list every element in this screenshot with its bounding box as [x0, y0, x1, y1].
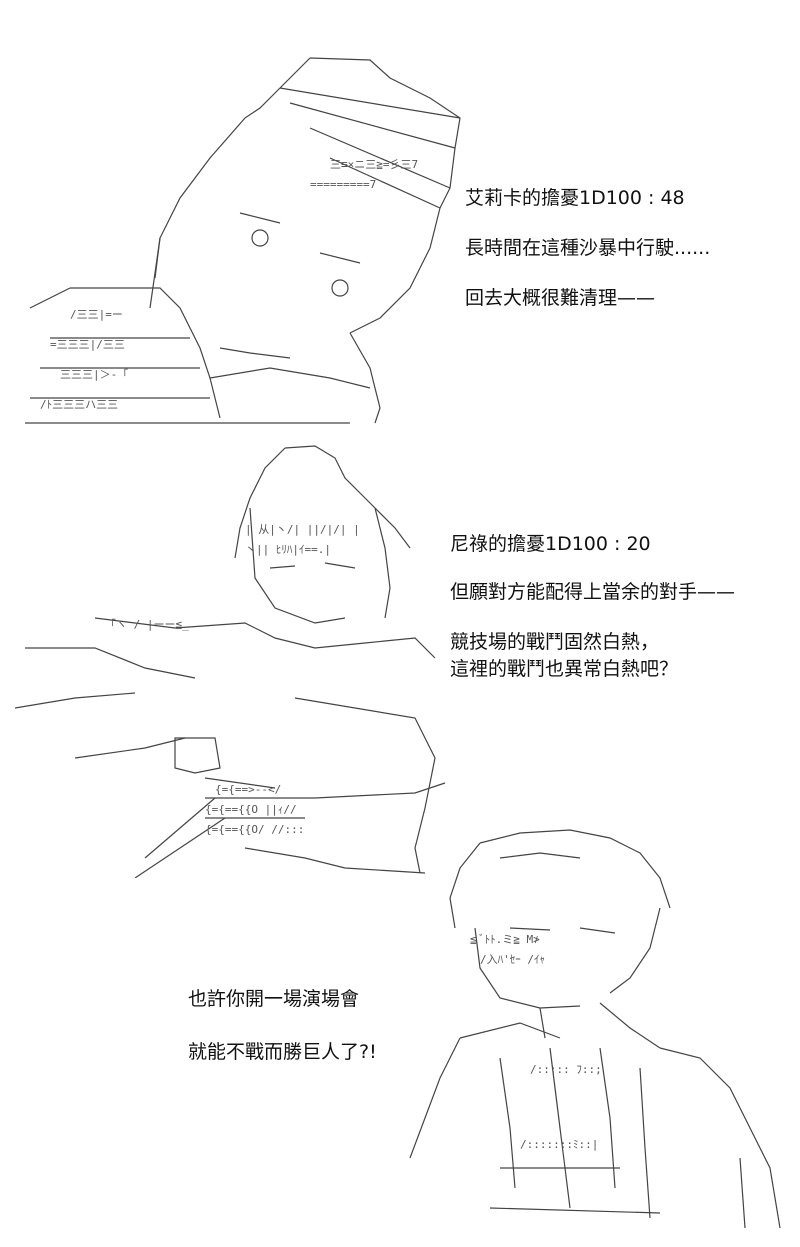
panel-2-line-2: 但願對方能配得上當余的對手——: [450, 581, 736, 603]
ascii-art-nero: | 从|丶/| ||/|/| | 丶|| ﾋﾘﾊ|ｲ==.| 「ヽ / |ーー≦…: [15, 400, 455, 897]
svg-text:/入ﾊ'ｾｰ /ｲｬ: /入ﾊ'ｾｰ /ｲｬ: [480, 953, 545, 966]
svg-text:{={=={{O ||ｨ//: {={=={{O ||ｨ//: [205, 803, 297, 816]
ascii-art-girl-with-hat: 三≡×ニ三≧=彡三7 =========7 /三三|=ー =三三三|/三三 三三…: [10, 10, 470, 452]
ascii-art-nero-drawing: | 从|丶/| ||/|/| | 丶|| ﾋﾘﾊ|ｲ==.| 「ヽ / |ーー≦…: [15, 445, 446, 878]
panel-3-line-2: 就能不戰而勝巨人了?!: [188, 1041, 377, 1063]
panel-1-line-1: 艾莉卡的擔憂1D100 : 48: [465, 187, 685, 209]
svg-text:{={==>--</: {={==>--</: [215, 783, 281, 796]
panel-3-line-1: 也許你開一場演場會: [188, 988, 360, 1010]
svg-text:/::::: ﾌ::;: /::::: ﾌ::;: [530, 1063, 602, 1076]
svg-text:≦ ﾞﾄﾄ.ミ≧ M≯: ≦ ﾞﾄﾄ.ミ≧ M≯: [470, 933, 540, 946]
svg-text:「ヽ / |ーー≦_: 「ヽ / |ーー≦_: [105, 618, 189, 631]
svg-text:| 从|丶/| ||/|/| |: | 从|丶/| ||/|/| |: [245, 523, 360, 536]
ascii-art-girl-with-hat-drawing: 三≡×ニ三≧=彡三7 =========7 /三三|=ー =三三三|/三三 三三…: [25, 57, 461, 424]
svg-text:{={=={{O/ //:::: {={=={{O/ //:::: [205, 823, 304, 836]
svg-text:/ﾄ三三三ハ三三: /ﾄ三三三ハ三三: [40, 398, 118, 411]
panel-2-line-1: 尼祿的擔憂1D100 : 20: [450, 533, 651, 555]
ascii-art-boy: ≦ ﾞﾄﾄ.ミ≧ M≯ /入ﾊ'ｾｰ /ｲｬ /::::: ﾌ::; /::::…: [400, 790, 795, 1247]
svg-text:三≡×ニ三≧=彡三7: 三≡×ニ三≧=彡三7: [330, 158, 418, 171]
svg-text:三三三|＞-「: 三三三|＞-「: [60, 368, 128, 381]
panel-1-line-3: 回去大概很難清理——: [465, 287, 656, 309]
ascii-art-boy-drawing: ≦ ﾞﾄﾄ.ミ≧ M≯ /入ﾊ'ｾｰ /ｲｬ /::::: ﾌ::; /::::…: [409, 829, 781, 1228]
panel-1-line-2: 長時間在這種沙暴中行駛......: [465, 237, 711, 259]
panel-2-line-4: 這裡的戰鬥也異常白熱吧？: [450, 658, 679, 680]
svg-text:丶|| ﾋﾘﾊ|ｲ==.|: 丶|| ﾋﾘﾊ|ｲ==.|: [245, 543, 331, 556]
svg-text:=========7: =========7: [310, 178, 376, 191]
svg-text:/三三|=ー: /三三|=ー: [70, 308, 123, 321]
svg-text:/:::::::ﾐ::|: /:::::::ﾐ::|: [520, 1138, 598, 1151]
svg-text:=三三三|/三三: =三三三|/三三: [50, 338, 125, 351]
panel-2-line-3: 競技場的戰鬥固然白熱，: [450, 631, 660, 653]
